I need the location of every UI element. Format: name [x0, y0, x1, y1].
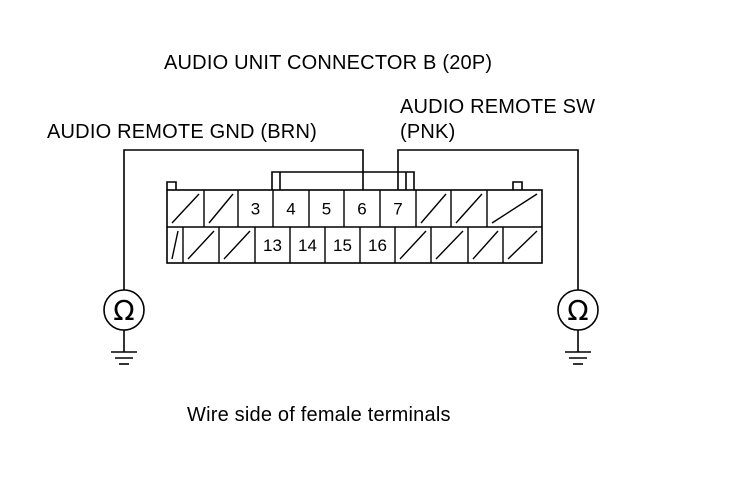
pin-label-13: 13	[263, 236, 282, 255]
empty-cavity-hatch	[171, 230, 179, 260]
empty-cavity-hatch	[420, 193, 447, 224]
pin-label-15: 15	[333, 236, 352, 255]
empty-cavity-hatch	[223, 230, 251, 260]
gnd-wire-label: AUDIO REMOTE GND (BRN)	[47, 121, 317, 143]
pin-label-4: 4	[286, 200, 295, 219]
empty-cavity-hatch	[435, 230, 464, 260]
empty-cavity-hatch	[455, 193, 483, 224]
sw-wire-color-label: (PNK)	[400, 121, 456, 143]
pin-label-14: 14	[298, 236, 317, 255]
gnd-wire	[123, 149, 364, 290]
pin-label-3: 3	[251, 200, 260, 219]
pin-label-6: 6	[357, 200, 366, 219]
connector-bottom-row: 13 14 15 16	[171, 227, 538, 263]
empty-cavity-hatch	[187, 230, 215, 260]
empty-cavity-hatch	[171, 193, 200, 224]
ohm-icon-right: Ω	[567, 294, 588, 327]
pin-label-5: 5	[322, 200, 331, 219]
diagram-title: AUDIO UNIT CONNECTOR B (20P)	[164, 52, 493, 74]
sw-wire-label: AUDIO REMOTE SW	[400, 96, 596, 118]
empty-cavity-hatch	[208, 193, 234, 224]
pin-label-16: 16	[368, 236, 387, 255]
empty-cavity-hatch	[472, 230, 499, 260]
connector-top-row: 3 4 5 6 7	[171, 190, 538, 227]
ohm-icon-left: Ω	[113, 294, 134, 327]
sw-wire	[397, 149, 579, 290]
latch-right	[512, 181, 523, 190]
latch-left	[166, 181, 177, 190]
diagram-caption: Wire side of female terminals	[187, 404, 451, 426]
pin-label-7: 7	[393, 200, 402, 219]
empty-cavity-hatch	[491, 193, 538, 224]
connector-key	[271, 171, 415, 190]
empty-cavity-hatch	[399, 230, 427, 260]
empty-cavity-hatch	[507, 230, 538, 260]
